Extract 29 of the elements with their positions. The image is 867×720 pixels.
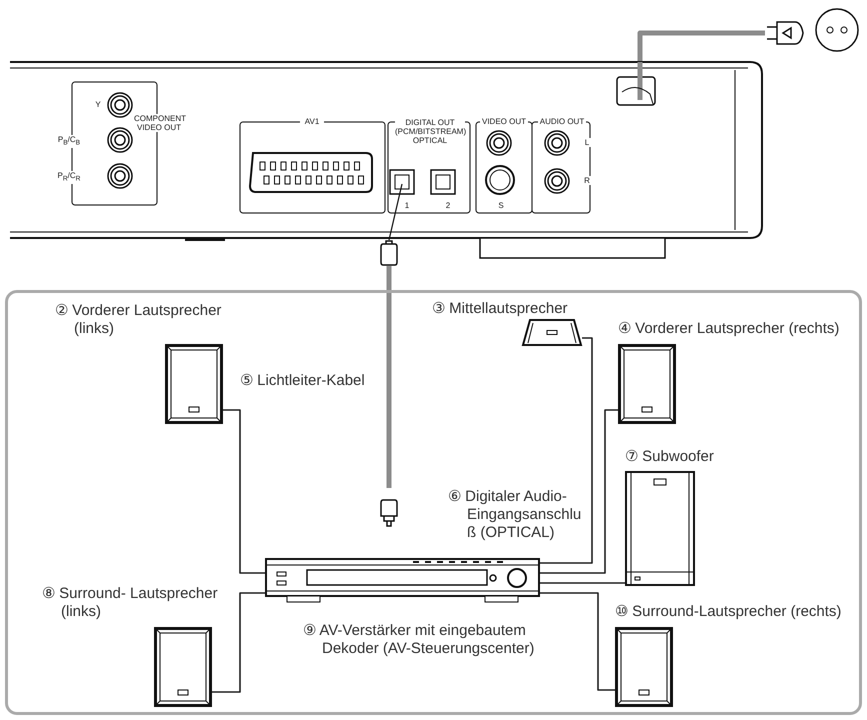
panel-label: S xyxy=(497,201,505,210)
panel-label: P$_{R}$/C$_{R}$ xyxy=(56,171,82,184)
cable-line xyxy=(638,30,765,62)
speaker-label: ⑦ Subwoofer xyxy=(625,448,715,466)
cable-line xyxy=(540,337,593,564)
panel-label: VIDEO OUT xyxy=(480,117,528,126)
cable-line xyxy=(386,266,392,488)
receiver-label: ⑨ AV-Verstärker mit eingebautem Dekoder (AV-Steuerungscenter) xyxy=(303,622,536,658)
panel-label: DIGITAL OUT (PCM/BITSTREAM) OPTICAL xyxy=(395,118,465,145)
panel-label: P$_{B}$/C$_{B}$ xyxy=(56,135,82,148)
input-label: ⑥ Digitaler Audio- Eingangsanschlu ß (OPTICAL) xyxy=(448,488,582,542)
panel-label: R xyxy=(583,176,591,185)
panel-label: AV1 xyxy=(300,117,324,126)
speaker-label: ④ Vorderer Lautsprecher (rechts) xyxy=(618,320,840,338)
speaker-label: ⑩ Surround-Lautsprecher (rechts) xyxy=(615,603,842,621)
cable-line xyxy=(223,409,265,574)
speaker-label: ② Vorderer Lautsprecher (links) xyxy=(55,302,222,338)
frame-border xyxy=(5,290,862,715)
panel-label: 2 xyxy=(444,201,452,210)
panel-label: COMPONENT VIDEO OUT xyxy=(134,114,184,132)
speaker-label: ⑧ Surround- Lautsprecher (links) xyxy=(42,585,219,621)
cable-line xyxy=(540,409,618,574)
cable-line xyxy=(212,592,265,693)
panel-label: L xyxy=(583,138,591,147)
cable-line xyxy=(540,582,625,584)
panel-label: 1 xyxy=(403,201,411,210)
cable-line xyxy=(540,592,615,691)
speaker-label: ③ Mittellautsprecher xyxy=(432,300,569,318)
panel-label: AUDIO OUT xyxy=(538,117,586,126)
